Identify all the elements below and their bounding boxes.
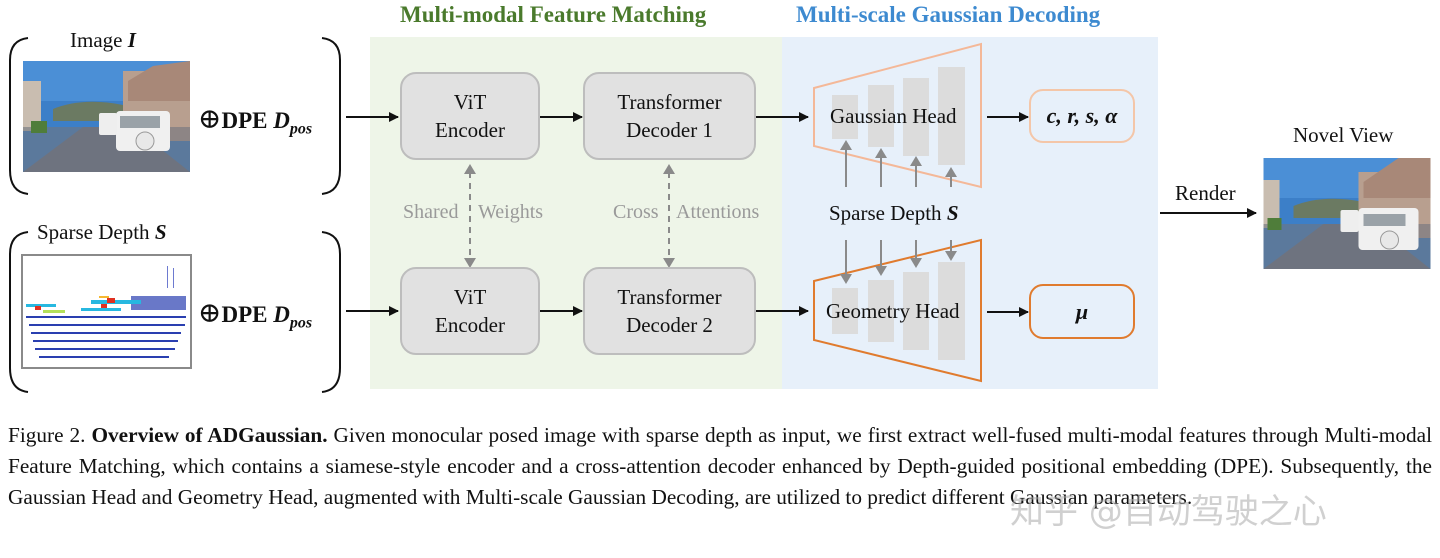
gaussian-params-output: c, r, s, α xyxy=(1029,89,1135,143)
weights-label: Weights xyxy=(478,201,544,223)
geometry-param-output: μ xyxy=(1029,284,1135,339)
caption-figure-number: Figure 2. xyxy=(8,423,92,447)
gaussian-head-shape xyxy=(813,42,982,189)
novel-view-label: Novel View xyxy=(1293,123,1394,147)
oplus-icon: ⊕ xyxy=(198,298,222,329)
shared-label: Shared xyxy=(403,201,459,223)
sparse-depth-input-label: Sparse Depth S xyxy=(37,220,167,244)
input-image xyxy=(23,61,190,172)
dpe-label-top: ⊕DPE Dpos xyxy=(198,104,313,138)
feature-matching-title: Multi-modal Feature Matching xyxy=(400,2,707,27)
caption-title: Overview of ADGaussian. xyxy=(91,423,328,447)
novel-view-image xyxy=(1263,158,1431,269)
figure-caption: Figure 2. Overview of ADGaussian. Given … xyxy=(8,420,1432,513)
caption-body: Given monocular posed image with sparse … xyxy=(8,423,1433,509)
oplus-icon: ⊕ xyxy=(198,104,222,135)
gaussian-decoding-title: Multi-scale Gaussian Decoding xyxy=(796,2,1101,27)
bracket-top-right xyxy=(321,37,341,195)
diagram-connectors xyxy=(9,37,1257,393)
render-label: Render xyxy=(1175,181,1236,205)
gaussian-head-label: Gaussian Head xyxy=(830,104,957,128)
geometry-head-label: Geometry Head xyxy=(826,299,960,323)
sparse-depth-image xyxy=(21,254,192,369)
watermark: 知乎 @自动驾驶之心 xyxy=(1010,492,1327,532)
bracket-bottom-left xyxy=(9,231,29,393)
dpe-label-bottom: ⊕DPE Dpos xyxy=(198,298,313,332)
sparse-depth-head-label: Sparse Depth S xyxy=(829,201,959,225)
image-input-label: Image I xyxy=(70,28,136,52)
attentions-label: Attentions xyxy=(676,201,760,223)
bracket-bottom-right xyxy=(321,231,341,393)
geometry-head-shape xyxy=(813,238,982,383)
cross-label: Cross xyxy=(613,201,659,223)
bracket-top-left xyxy=(9,37,29,195)
